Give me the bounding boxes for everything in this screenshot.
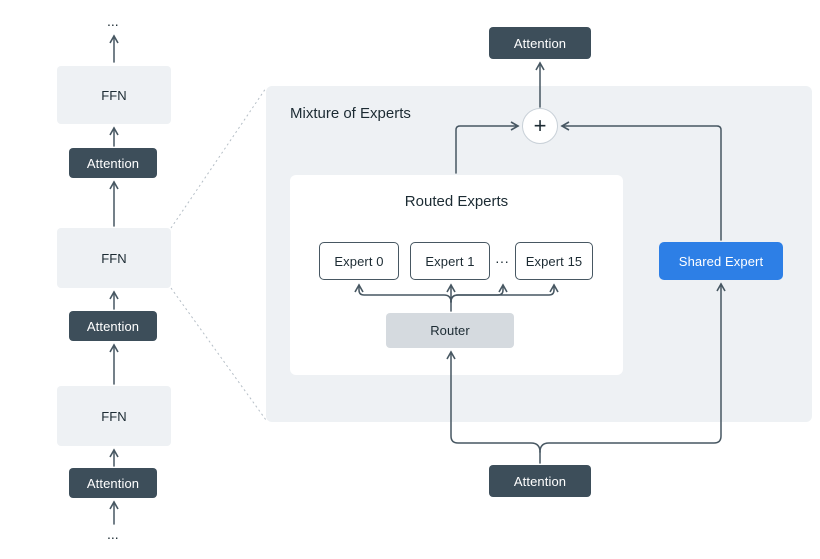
expert-1-box: Expert 1 bbox=[410, 242, 490, 280]
ffn-block-middle: FFN bbox=[57, 228, 171, 288]
ffn-block-top: FFN bbox=[57, 66, 171, 124]
attention-block-output: Attention bbox=[489, 27, 591, 59]
attention-block-top: Attention bbox=[69, 148, 157, 178]
attention-block-middle: Attention bbox=[69, 311, 157, 341]
routed-experts-title: Routed Experts bbox=[404, 193, 509, 210]
plus-icon: + bbox=[533, 113, 547, 138]
attention-block-bottom: Attention bbox=[69, 468, 157, 498]
sum-node: + bbox=[522, 108, 558, 144]
ffn-block-bottom: FFN bbox=[57, 386, 171, 446]
zoom-line-top bbox=[170, 87, 267, 229]
attention-block-input: Attention bbox=[489, 465, 591, 497]
experts-ellipsis: ··· bbox=[495, 253, 509, 269]
expert-15-box: Expert 15 bbox=[515, 242, 593, 280]
bottom-ellipsis: ... bbox=[107, 526, 119, 542]
moe-title: Mixture of Experts bbox=[290, 105, 411, 122]
router-box: Router bbox=[386, 313, 514, 348]
zoom-line-bottom bbox=[170, 287, 267, 421]
shared-expert-box: Shared Expert bbox=[659, 242, 783, 280]
top-ellipsis: ... bbox=[107, 13, 119, 29]
expert-0-box: Expert 0 bbox=[319, 242, 399, 280]
